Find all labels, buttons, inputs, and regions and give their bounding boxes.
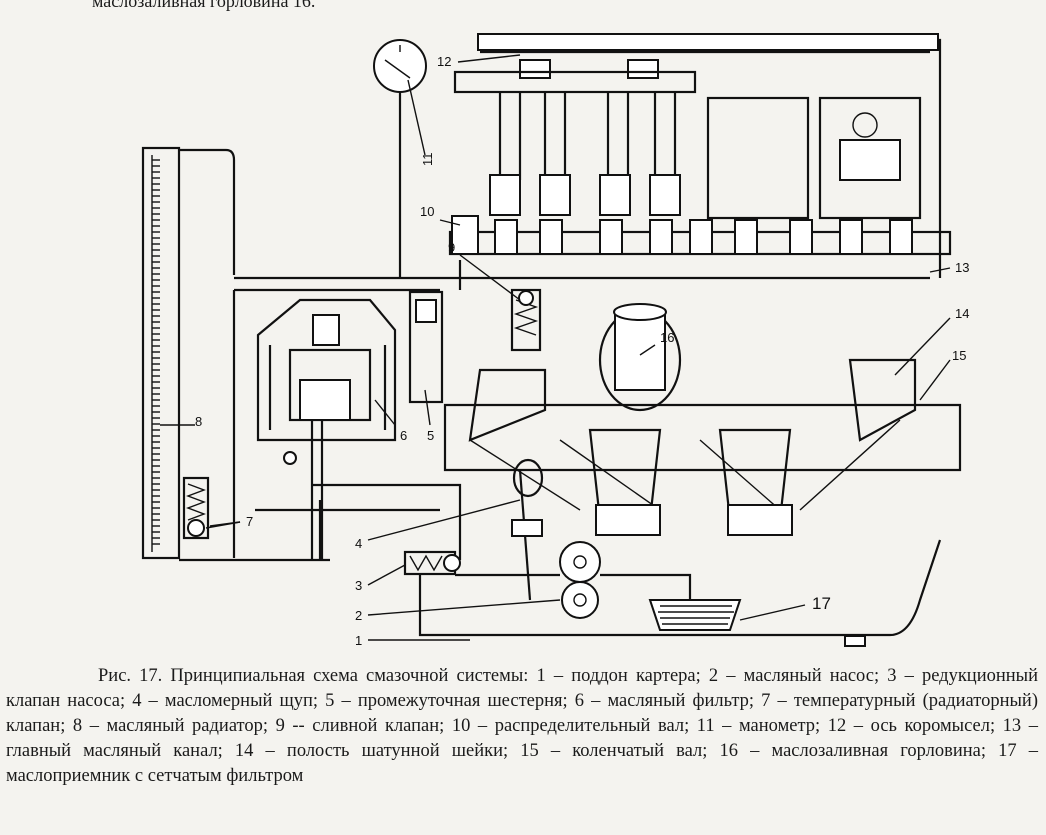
callout-11: 11 bbox=[420, 153, 435, 167]
callout-16: 16 bbox=[660, 330, 674, 345]
manometer bbox=[373, 39, 427, 93]
intermediate-gear bbox=[408, 290, 444, 404]
figure-caption: Рис. 17. Принципиальная схема смазочной … bbox=[6, 666, 1038, 786]
drain-valve bbox=[510, 288, 542, 352]
callout-15: 15 bbox=[952, 348, 966, 363]
crankshaft bbox=[443, 358, 962, 536]
oil-strainer bbox=[648, 599, 742, 631]
oil-lines bbox=[232, 38, 942, 560]
oil-pan bbox=[418, 539, 942, 647]
push-rods bbox=[489, 92, 681, 216]
callout-10: 10 bbox=[420, 204, 434, 219]
oil-radiator bbox=[141, 146, 330, 562]
camshaft bbox=[448, 215, 952, 256]
callout-17: 17 bbox=[812, 594, 831, 613]
lubrication-diagram: 1 2 3 4 5 6 7 8 9 10 11 12 13 14 15 16 1… bbox=[141, 33, 969, 648]
callout-4: 4 bbox=[355, 536, 362, 551]
callout-7: 7 bbox=[246, 514, 253, 529]
lubrication-diagram-svg: 1 2 3 4 5 6 7 8 9 10 11 12 13 14 15 16 1… bbox=[141, 33, 969, 648]
callout-9: 9 bbox=[448, 240, 455, 255]
cylinders bbox=[706, 96, 922, 220]
oil-filter bbox=[256, 298, 397, 560]
callout-12: 12 bbox=[437, 54, 451, 69]
callout-14: 14 bbox=[955, 306, 969, 321]
oil-pump bbox=[403, 541, 692, 619]
leader-lines bbox=[160, 54, 951, 641]
callout-13: 13 bbox=[955, 260, 969, 275]
callout-6: 6 bbox=[400, 428, 407, 443]
callout-2: 2 bbox=[355, 608, 362, 623]
callout-5: 5 bbox=[427, 428, 434, 443]
page-top-text: маслозаливная горловина 16. bbox=[92, 0, 316, 11]
callout-3: 3 bbox=[355, 578, 362, 593]
callout-1: 1 bbox=[355, 633, 362, 648]
dipstick bbox=[511, 458, 544, 601]
callout-8: 8 bbox=[195, 414, 202, 429]
temperature-valve bbox=[182, 476, 241, 540]
filler-neck bbox=[598, 303, 682, 412]
rocker-shaft bbox=[453, 33, 939, 94]
